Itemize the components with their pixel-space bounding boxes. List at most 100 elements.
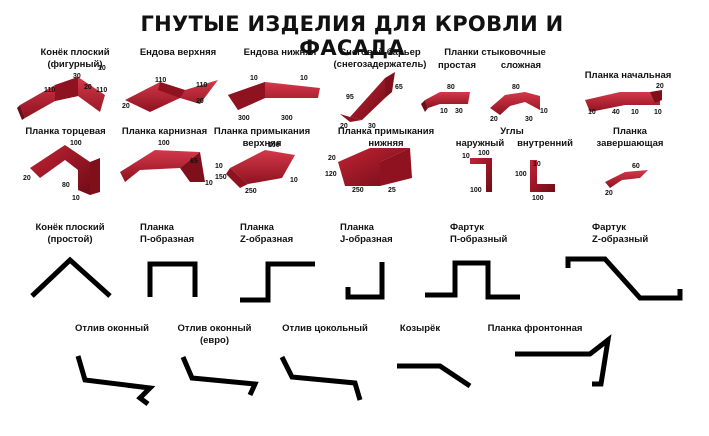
dim-label: 10 [654,109,662,116]
label-planka-nachalnaya: Планка начальная [584,70,672,81]
dim-label: 60 [632,163,640,170]
page-title: ГНУТЫЕ ИЗДЕЛИЯ ДЛЯ КРОВЛИ И ФАСАДА [140,12,564,60]
dim-label: 10 [533,161,541,168]
product-konek-figurnyi: 110 30 20 110 10 [17,65,107,120]
dim-label: 10 [215,163,223,170]
product-planka-zavershayushchaya: 60 20 [605,163,648,197]
label-planka-frontonnaya: Планка фронтонная [487,323,583,334]
dim-label: 95 [346,94,354,101]
label-fartuk-p-obraznyi: Фартук П-образный [450,222,508,245]
dim-label: 100 [532,195,544,202]
product-ugol-naruzhnyi: 100 10 100 [462,150,492,194]
label-fartuk-z-obraznyi: Фартук Z-образный [592,222,649,245]
dim-label: 10 [72,195,80,202]
dim-label: 100 [515,171,527,178]
profile-planka-z-obraznaya [240,261,315,303]
dim-label: 30 [455,108,463,115]
dim-label: 20 [196,98,204,105]
product-planka-tortsevaya: 100 20 80 10 [23,140,100,202]
dim-label: 10 [300,75,308,82]
dim-label: 10 [440,108,448,115]
product-planka-stykovochnaya-slozhnaya: 80 20 30 10 [490,84,548,123]
dim-label: 10 [290,177,298,184]
dim-label: 100 [70,140,82,147]
label-planki-slozhnaya: сложная [500,60,542,71]
label-planka-p-obraznaya: Планка П-образная [140,222,195,245]
dim-label: 20 [605,190,613,197]
dim-label: 25 [388,187,396,194]
dim-label: 20 [84,84,92,91]
profile-otliv-okonnyi-evro [180,356,259,397]
product-endova-verkhnyaya: 110 110 20 20 [122,77,218,112]
label-planki-prostaya: простая [438,60,476,71]
label-konek-prostoi: Конёк плоский (простой) [35,222,105,245]
dim-label: 110 [155,77,166,84]
label-planka-zavershayushchaya: Планка завершающая [596,126,664,149]
dim-label: 20 [340,123,348,130]
dim-label: 80 [447,84,455,91]
label-endova-verkhnyaya: Ендова верхняя [139,47,217,58]
label-ugol-vnutrennii: внутренний [517,138,573,149]
dim-label: 10 [250,75,258,82]
dim-label: 10 [631,109,639,116]
dim-label: 100 [470,187,482,194]
dim-label: 100 [268,142,280,149]
dim-label: 110 [44,87,55,94]
label-ugol-naruzhnyi: наружный [455,138,505,149]
dim-label: 150 [215,174,227,181]
label-planka-tortsevaya: Планка торцевая [25,126,106,137]
label-ugly: Углы [500,126,524,137]
dim-label: 20 [656,83,664,90]
label-konek-figurnyi: Конёк плоский (фигурный) [40,47,110,70]
label-planki-stykovochnye: Планки стыковочные [444,47,546,58]
dim-label: 40 [612,109,620,116]
product-ugol-vnutrennii: 100 10 100 [515,160,555,202]
label-endova-nizhnyaya: Ендова нижняя [243,47,317,58]
profile-otliv-okonnyi [75,355,156,406]
profile-otliv-tsokolnyi [279,355,363,401]
dim-label: 120 [325,171,337,178]
dim-label: 10 [588,109,596,116]
product-planka-stykovochnaya-prostaya: 80 30 10 [421,84,470,115]
label-otliv-okonnyi: Отлив оконный [75,323,149,334]
dim-label: 100 [158,140,170,147]
profile-fartuk-z-obraznyi [565,256,683,301]
dim-label: 10 [98,65,106,72]
profile-kozyrek [397,363,472,389]
dim-label: 110 [96,87,107,94]
product-planka-primykaniya-verkhnyaya: 100 10 150 250 10 [215,142,298,195]
label-planka-primykaniya-verkhnyaya: Планка примыкания верхняя [213,126,311,149]
dim-label: 80 [62,182,70,189]
label-planka-z-obraznaya: Планка Z-образная [240,222,294,245]
dim-label: 250 [245,188,257,195]
profile-planka-p-obraznaya [147,261,198,297]
label-kozyrek: Козырёк [399,323,441,334]
profile-planka-j-obraznaya [345,262,385,300]
dim-label: 20 [122,103,130,110]
product-endova-nizhnyaya: 10 10 300 300 [228,75,320,122]
label-planka-karniznaya: Планка карнизная [121,126,208,137]
dim-label: 300 [281,115,293,122]
dim-label: 110 [196,82,207,89]
label-otliv-tsokolnyi: Отлив цокольный [282,323,368,334]
dim-label: 65 [395,84,403,91]
label-otliv-okonnyi-evro: Отлив оконный (евро) [177,323,252,346]
label-planka-j-obraznaya: Планка J-образная [340,222,393,245]
profile-fartuk-p-obraznyi [425,260,520,300]
dim-label: 30 [525,116,533,123]
product-planka-nachalnaya: 20 10 40 10 10 [585,83,664,116]
dim-label: 20 [23,175,31,182]
dim-label: 250 [352,187,364,194]
product-snegovoi-barier: 95 65 20 30 [340,72,403,130]
product-planka-primykaniya-nizhnyaya: 20 120 250 25 [325,148,412,194]
dim-label: 20 [328,155,336,162]
dim-label: 30 [73,73,81,80]
dim-label: 10 [540,108,548,115]
dim-label: 30 [368,123,376,130]
profile-konek-prostoi [30,256,112,298]
dim-label: 10 [205,180,213,187]
label-planka-primykaniya-nizhnyaya: Планка примыкания нижняя [337,126,435,149]
dim-label: 80 [512,84,520,91]
dim-label: 100 [478,150,490,157]
